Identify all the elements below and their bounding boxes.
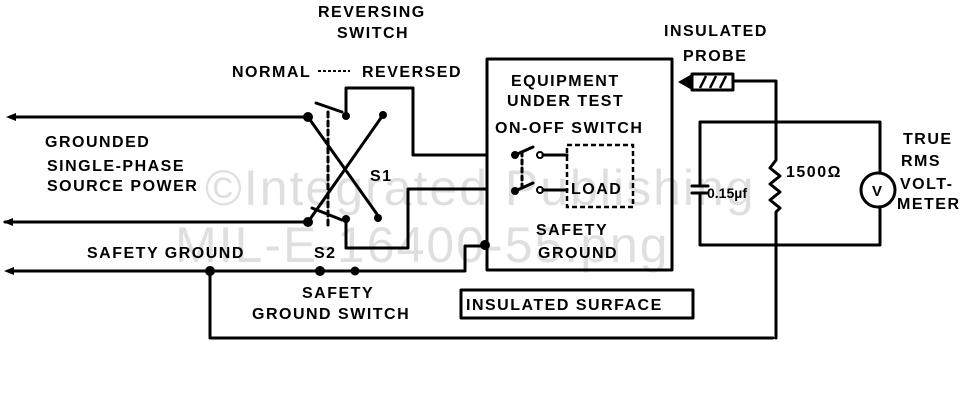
normal-label: NORMAL: [232, 64, 311, 81]
voltmeter-label-4: METER: [897, 196, 961, 213]
source-label-3: SOURCE POWER: [47, 178, 198, 195]
insulated-surface-label: INSULATED SURFACE: [466, 297, 663, 314]
voltmeter-symbol: V: [872, 183, 882, 200]
eut-label-2: UNDER TEST: [507, 93, 624, 110]
source-wires: [3, 113, 775, 340]
voltmeter-label-3: VOLT-: [900, 176, 953, 193]
eut-safety-ground-label-1: SAFETY: [536, 222, 608, 239]
resistor-label: 1500Ω: [786, 164, 842, 181]
reversing-switch-s1: [306, 86, 489, 250]
reversed-label: REVERSED: [362, 64, 462, 81]
probe-label-1: INSULATED: [664, 23, 768, 40]
resistor: [768, 158, 782, 340]
labels: REVERSING SWITCH NORMAL REVERSED GROUNDE…: [45, 4, 961, 323]
watermark-line-2: MIL-E-16400-55.png: [175, 217, 670, 273]
source-label-1: GROUNDED: [45, 134, 150, 151]
eut-label-1: EQUIPMENT: [511, 73, 620, 90]
probe-label-2: PROBE: [683, 48, 747, 65]
insulated-probe: [678, 72, 778, 162]
load-label: LOAD: [571, 181, 622, 198]
on-off-switch-label: ON-OFF SWITCH: [495, 120, 643, 137]
eut-safety-ground-label-2: GROUND: [538, 245, 618, 262]
s2-label: S2: [314, 245, 337, 262]
equipment-under-test-box: [485, 57, 674, 272]
measurement-loop: [690, 120, 882, 247]
safety-ground-label: SAFETY GROUND: [87, 245, 245, 262]
capacitor-label: 0.15µf: [707, 185, 747, 201]
on-off-switch: [511, 145, 569, 195]
safety-ground-switch-label-1: SAFETY: [302, 285, 374, 302]
reversing-switch-label-2: SWITCH: [337, 25, 409, 42]
source-label-2: SINGLE-PHASE: [47, 158, 185, 175]
voltmeter-label-2: RMS: [901, 153, 941, 170]
insulated-surface-box: [459, 288, 695, 320]
reversing-switch-label: REVERSING: [318, 4, 426, 21]
load-box: [565, 143, 635, 209]
s1-label: S1: [370, 168, 393, 185]
voltmeter-label-1: TRUE: [903, 131, 953, 148]
voltmeter-circle: [859, 171, 897, 209]
safety-ground-switch-label-2: GROUND SWITCH: [252, 306, 410, 323]
